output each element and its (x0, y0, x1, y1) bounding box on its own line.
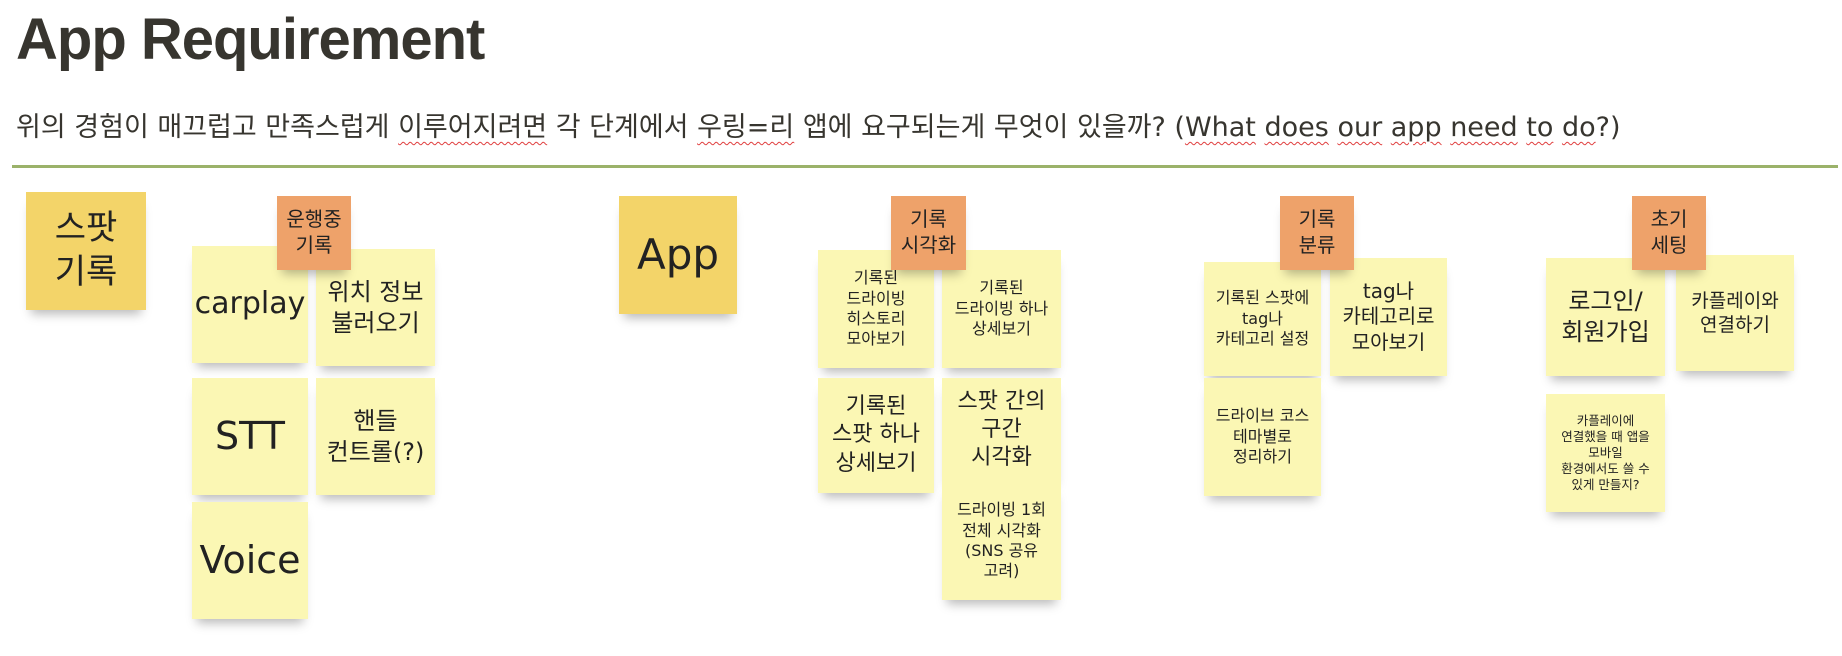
note-text: 기록된 스팟 하나 상세보기 (832, 394, 920, 476)
note-text: 기록 시각화 (900, 207, 957, 257)
note-text: 스팟 간의 구간 시각화 (957, 388, 1046, 471)
subtitle-segment: 앱에 요구되는게 무엇이 있을까? ( (794, 112, 1185, 143)
note-text: Voice (199, 538, 301, 583)
note-text: 카플레이에 연결했을 때 앱을 모바일 환경에서도 쓸 수 있게 만들지? (1561, 413, 1650, 492)
sticky-note[interactable]: 카플레이에 연결했을 때 앱을 모바일 환경에서도 쓸 수 있게 만들지? (1546, 394, 1665, 512)
sticky-note[interactable]: 스팟 간의 구간 시각화 (942, 378, 1061, 482)
subtitle-segment: app (1390, 112, 1442, 143)
page-title: App Requirement (16, 7, 485, 72)
note-text: 카플레이와 연결하기 (1691, 289, 1779, 336)
sticky-note[interactable]: 위치 정보 불러오기 (316, 249, 435, 366)
subtitle-segment: 이루어지려면 (398, 112, 548, 143)
subtitle-segment: need (1450, 112, 1518, 143)
page-subtitle: 위의 경험이 매끄럽고 만족스럽게 이루어지려면 각 단계에서 우링=리 앱에 … (16, 105, 1621, 144)
note-text: tag나 카테고리로 모아보기 (1342, 278, 1435, 354)
subtitle-segment: 우링=리 (697, 112, 795, 143)
sticky-note[interactable]: 드라이빙 1회 전체 시각화 (SNS 공유 고려) (942, 482, 1061, 600)
sticky-note[interactable]: tag나 카테고리로 모아보기 (1330, 258, 1447, 376)
sticky-note[interactable]: 기록된 드라이빙 히스토리 모아보기 (818, 250, 934, 368)
sticky-note[interactable]: 카플레이와 연결하기 (1676, 255, 1794, 371)
note-text: 스팟 기록 (54, 208, 118, 292)
sticky-note-header[interactable]: 기록 분류 (1280, 196, 1354, 270)
subtitle-segment: do (1561, 112, 1596, 143)
note-text: STT (215, 414, 285, 459)
sticky-note[interactable]: 기록된 스팟 하나 상세보기 (818, 378, 934, 493)
note-text: 운행중 기록 (286, 207, 342, 257)
sticky-note[interactable]: 로그인/ 회원가입 (1546, 258, 1665, 376)
note-text: 초기 세팅 (1650, 207, 1688, 257)
note-text: 드라이브 코스 테마별로 정리하기 (1215, 406, 1310, 467)
note-text: 위치 정보 불러오기 (327, 277, 424, 337)
subtitle-segment: does (1264, 112, 1329, 143)
divider (12, 165, 1838, 168)
sticky-note[interactable]: 핸들 컨트롤(?) (316, 378, 435, 495)
note-text: 기록된 스팟에 tag나 카테고리 설정 (1215, 288, 1310, 349)
sticky-note[interactable]: 기록된 스팟에 tag나 카테고리 설정 (1204, 262, 1321, 376)
note-text: 기록된 드라이빙 히스토리 모아보기 (846, 268, 906, 349)
note-text: 핸들 컨트롤(?) (326, 406, 425, 466)
note-text: carplay (194, 286, 306, 322)
note-text: 드라이빙 1회 전체 시각화 (SNS 공유 고려) (957, 500, 1046, 581)
subtitle-segment: What (1184, 112, 1256, 143)
sticky-note[interactable]: STT (192, 378, 308, 495)
note-text: 기록 분류 (1298, 207, 1336, 257)
sticky-note-app-label[interactable]: App (619, 196, 737, 314)
subtitle-segment: ?) (1595, 112, 1621, 143)
subtitle-segment: 각 단계에서 (547, 112, 698, 143)
sticky-note-header[interactable]: 초기 세팅 (1632, 196, 1706, 270)
sticky-note[interactable]: 드라이브 코스 테마별로 정리하기 (1204, 378, 1321, 496)
note-text: 기록된 드라이빙 하나 상세보기 (954, 278, 1049, 339)
sticky-note[interactable]: Voice (192, 502, 308, 619)
sticky-note-header[interactable]: 운행중 기록 (277, 196, 351, 270)
sticky-note-header[interactable]: 기록 시각화 (891, 196, 966, 270)
subtitle-segment: our (1337, 112, 1383, 143)
subtitle-segment: to (1526, 112, 1554, 143)
subtitle-segment: 위의 경험이 매끄럽고 만족스럽게 (16, 112, 399, 143)
note-text: App (636, 230, 720, 280)
note-text: 로그인/ 회원가입 (1561, 287, 1650, 346)
sticky-note-spot-label[interactable]: 스팟 기록 (26, 192, 146, 310)
